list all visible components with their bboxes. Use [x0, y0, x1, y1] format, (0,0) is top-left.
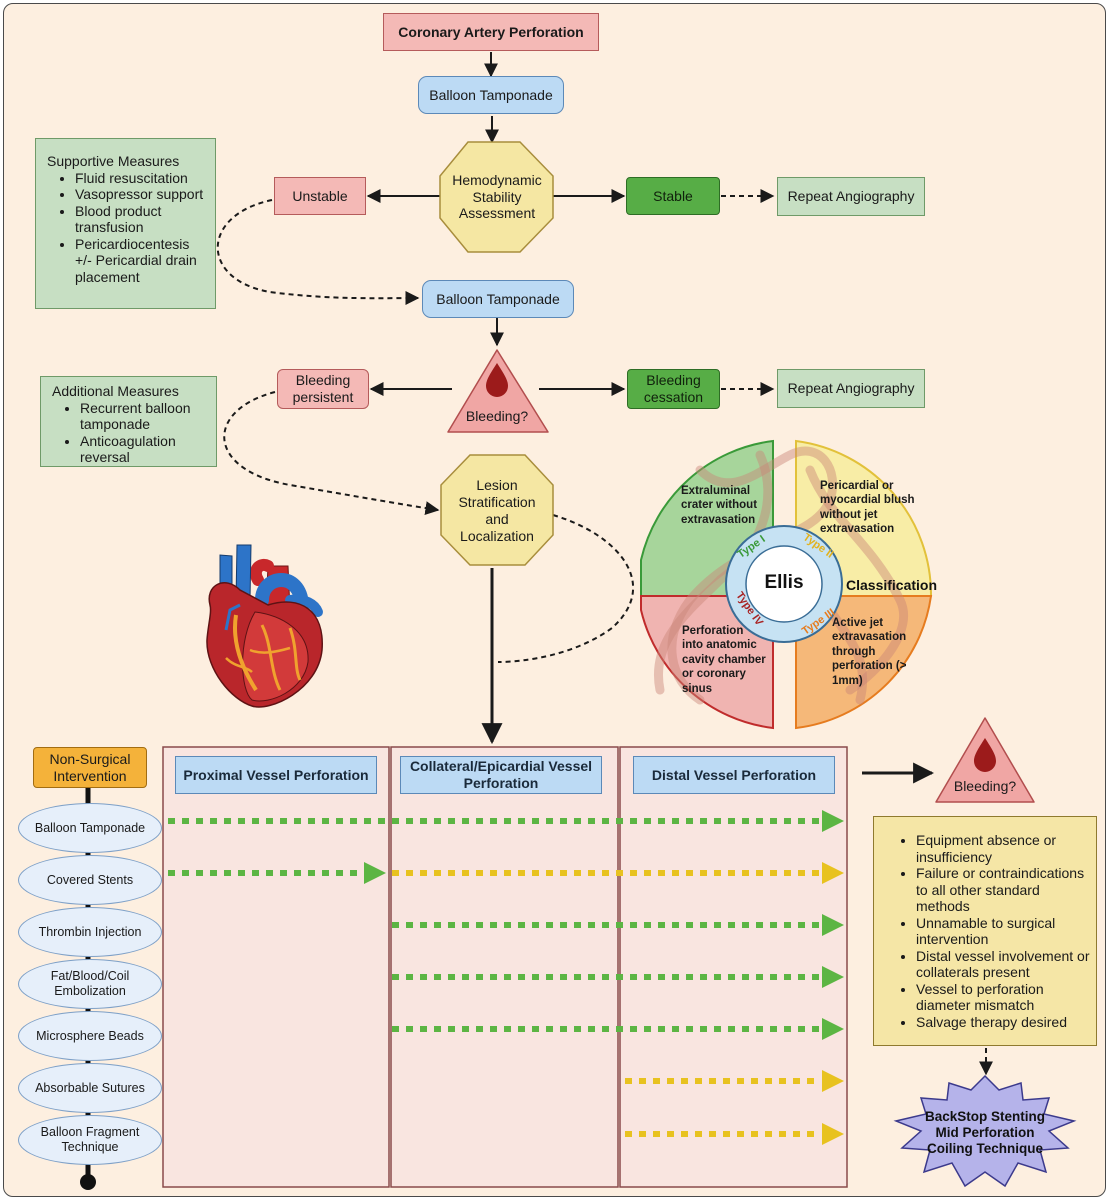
supportive-measures-box: Supportive Measures Fluid resuscitation … [35, 138, 216, 309]
list-item: Equipment absence or insufficiency [916, 832, 1090, 865]
column-panel-proximal [162, 746, 390, 1188]
technique-absorbable-sutures: Absorbable Sutures [18, 1063, 162, 1113]
technique-balloon-tamponade: Balloon Tamponade [18, 803, 162, 853]
heart-icon [206, 544, 323, 708]
column-header-proximal: Proximal Vessel Perforation [175, 756, 377, 794]
bleeding-question-2: Bleeding? [953, 777, 1017, 794]
backstop-label: BackStop Stenting Mid Perforation Coilin… [924, 1109, 1045, 1156]
lesion-octagon-shape [440, 454, 554, 566]
bleeding-cessation-box: Bleeding cessation [627, 369, 720, 409]
technique-thrombin-injection: Thrombin Injection [18, 907, 162, 957]
list-item: Unnamable to surgical intervention [916, 915, 1090, 948]
technique-covered-stents: Covered Stents [18, 855, 162, 905]
list-item: Pericardiocentesis +/- Pericardial drain… [75, 236, 209, 286]
list-item: Salvage therapy desired [916, 1014, 1090, 1031]
non-surgical-intervention-box: Non-Surgical Intervention [33, 747, 147, 788]
ellis-classification-label: Classification [846, 577, 938, 593]
additional-measures-box: Additional Measures Recurrent balloon ta… [40, 376, 217, 467]
blood-drop-icon [486, 363, 508, 397]
list-item: Failure or contraindications to all othe… [916, 865, 1090, 915]
additional-measures-list: Recurrent balloon tamponade Anticoagulat… [52, 400, 210, 466]
repeat-angiography-box-1: Repeat Angiography [777, 177, 925, 216]
technique-microsphere-beads: Microsphere Beads [18, 1011, 162, 1061]
list-item: Distal vessel involvement or collaterals… [916, 948, 1090, 981]
assessment-octagon-shape [439, 141, 554, 253]
column-header-distal: Distal Vessel Perforation [633, 756, 835, 794]
column-panel-distal [619, 746, 848, 1188]
title-box: Coronary Artery Perforation [383, 13, 599, 51]
additional-measures-title: Additional Measures [52, 383, 179, 399]
list-item: Vasopressor support [75, 186, 209, 203]
technique-embolization: Fat/Blood/Coil Embolization [18, 959, 162, 1009]
dashed-lesion-to-ellis [497, 514, 634, 663]
column-panel-collateral [390, 746, 619, 1188]
bleeding-question-1: Bleeding? [465, 407, 529, 424]
ellis-wheel [640, 439, 933, 730]
list-item: Blood product transfusion [75, 203, 209, 236]
balloon-tamponade-box-2: Balloon Tamponade [422, 280, 574, 318]
ellis-type3-description: Active jet extravasation through perfora… [832, 617, 907, 687]
criteria-list: Equipment absence or insufficiency Failu… [888, 832, 1090, 1030]
column-header-collateral: Collateral/Epicardial Vessel Perforation [400, 756, 602, 794]
repeat-angiography-box-2: Repeat Angiography [777, 369, 925, 408]
bleeding-persistent-box: Bleeding persistent [277, 369, 369, 409]
ellis-type2-description: Pericardial or myocardial blush without … [820, 480, 915, 536]
supportive-measures-title: Supportive Measures [47, 153, 180, 169]
dashed-persistent-to-lesion [223, 391, 440, 516]
lesion-stratification: Lesion Stratification and Localization [458, 477, 536, 544]
technique-balloon-fragment: Balloon Fragment Technique [18, 1115, 162, 1165]
ellis-type4-description: Perforation into anatomic cavity chamber… [682, 625, 766, 695]
hemodynamic-assessment: Hemodynamic Stability Assessment [452, 171, 542, 222]
criteria-box: Equipment absence or insufficiency Failu… [873, 816, 1097, 1046]
blood-drop-icon [974, 738, 996, 772]
timeline-end-dot [80, 1174, 96, 1190]
ellis-center-label: Ellis [764, 572, 804, 593]
backstop-burst-shape [893, 1074, 1077, 1188]
stable-box: Stable [626, 177, 720, 215]
supportive-measures-list: Fluid resuscitation Vasopressor support … [47, 170, 209, 286]
list-item: Fluid resuscitation [75, 170, 209, 187]
list-item: Anticoagulation reversal [80, 433, 210, 466]
list-item: Recurrent balloon tamponade [80, 400, 210, 433]
balloon-tamponade-box-1: Balloon Tamponade [418, 76, 564, 114]
ellis-type1-description: Extraluminal crater without extravasatio… [681, 485, 758, 526]
unstable-box: Unstable [274, 177, 366, 215]
list-item: Vessel to perforation diameter mismatch [916, 981, 1090, 1014]
